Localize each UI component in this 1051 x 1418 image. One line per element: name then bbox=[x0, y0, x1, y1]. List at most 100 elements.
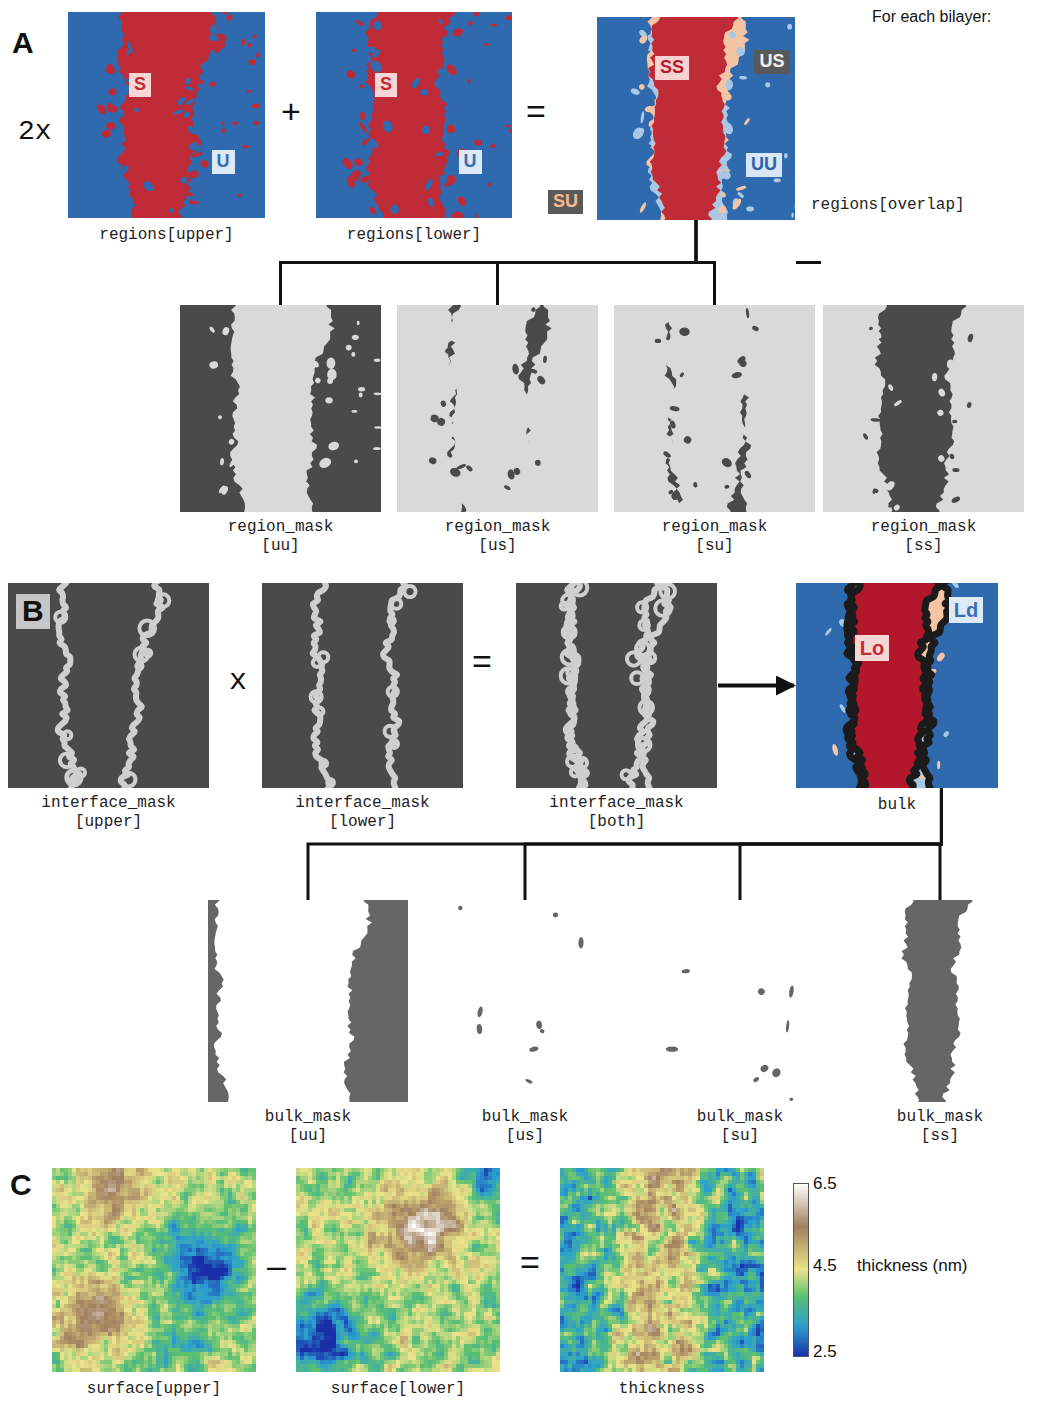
height-cell bbox=[220, 1228, 224, 1232]
height-cell bbox=[252, 1232, 256, 1236]
height-cell bbox=[196, 1192, 200, 1196]
height-cell bbox=[216, 1236, 220, 1240]
height-cell bbox=[104, 1224, 108, 1228]
height-cell bbox=[116, 1212, 120, 1216]
mask-blob bbox=[503, 484, 511, 491]
height-cell bbox=[180, 1272, 184, 1276]
height-cell bbox=[136, 1280, 140, 1284]
height-cell bbox=[212, 1232, 216, 1236]
height-cell bbox=[240, 1248, 244, 1252]
height-cell bbox=[180, 1200, 184, 1204]
mask-blob bbox=[373, 447, 381, 450]
height-cell bbox=[212, 1184, 216, 1188]
height-cell bbox=[104, 1272, 108, 1276]
height-cell bbox=[104, 1168, 108, 1172]
height-cell bbox=[164, 1252, 168, 1256]
height-cell bbox=[224, 1176, 228, 1180]
height-cell bbox=[172, 1184, 176, 1188]
height-cell bbox=[152, 1200, 156, 1204]
height-cell bbox=[248, 1276, 252, 1280]
height-cell bbox=[228, 1272, 232, 1276]
height-cell bbox=[244, 1204, 248, 1208]
height-cell bbox=[76, 1196, 80, 1200]
height-cell bbox=[140, 1172, 144, 1176]
height-cell bbox=[176, 1172, 180, 1176]
height-cell bbox=[252, 1180, 256, 1184]
height-cell bbox=[80, 1240, 84, 1244]
tree-connector bbox=[796, 261, 821, 264]
height-cell bbox=[136, 1172, 140, 1176]
mask-true bbox=[901, 900, 972, 1102]
height-cell bbox=[172, 1280, 176, 1284]
height-cell bbox=[64, 1268, 68, 1272]
height-cell bbox=[228, 1180, 232, 1184]
height-cell bbox=[184, 1212, 188, 1216]
height-cell bbox=[132, 1264, 136, 1268]
domain-blob bbox=[142, 179, 156, 193]
height-cell bbox=[248, 1260, 252, 1264]
flow-arrow bbox=[718, 684, 794, 688]
height-cell bbox=[204, 1228, 208, 1232]
height-cell bbox=[120, 1196, 124, 1200]
height-cell bbox=[168, 1280, 172, 1284]
panel-caption: region_mask [su] bbox=[662, 518, 768, 556]
height-cell bbox=[164, 1224, 168, 1228]
height-cell bbox=[212, 1172, 216, 1176]
height-cell bbox=[56, 1180, 60, 1184]
height-cell bbox=[92, 1208, 96, 1212]
height-cell bbox=[116, 1252, 120, 1256]
image-panel: interface_mask [both] bbox=[516, 583, 717, 788]
mask-blob bbox=[870, 418, 880, 422]
height-cell bbox=[244, 1196, 248, 1200]
height-cell bbox=[200, 1216, 204, 1220]
height-cell bbox=[132, 1236, 136, 1240]
height-cell bbox=[56, 1200, 60, 1204]
height-cell bbox=[240, 1268, 244, 1272]
height-cell bbox=[172, 1204, 176, 1208]
height-cell bbox=[168, 1188, 172, 1192]
height-cell bbox=[192, 1260, 196, 1264]
panel-image bbox=[840, 900, 1040, 1102]
height-cell bbox=[132, 1276, 136, 1280]
height-cell bbox=[84, 1220, 88, 1224]
height-cell bbox=[128, 1180, 132, 1184]
panel-caption: interface_mask [both] bbox=[549, 794, 683, 832]
height-cell bbox=[132, 1200, 136, 1204]
height-cell bbox=[232, 1236, 236, 1240]
height-cell bbox=[148, 1200, 152, 1204]
height-cell bbox=[124, 1264, 128, 1268]
height-cell bbox=[200, 1172, 204, 1176]
domain-blob bbox=[739, 75, 747, 79]
height-cell bbox=[176, 1244, 180, 1248]
height-cell bbox=[180, 1252, 184, 1256]
height-cell bbox=[160, 1176, 164, 1180]
height-cell bbox=[120, 1240, 124, 1244]
height-cell bbox=[180, 1168, 184, 1172]
height-cell bbox=[168, 1248, 172, 1252]
height-cell bbox=[72, 1224, 76, 1228]
mask-blob bbox=[967, 333, 974, 343]
height-cell bbox=[216, 1240, 220, 1244]
height-cell bbox=[100, 1196, 104, 1200]
height-cell bbox=[212, 1188, 216, 1192]
height-cell bbox=[112, 1236, 116, 1240]
height-cell bbox=[248, 1172, 252, 1176]
height-cell bbox=[212, 1216, 216, 1220]
height-cell bbox=[224, 1264, 228, 1268]
domain-blob bbox=[490, 24, 497, 27]
height-cell bbox=[148, 1180, 152, 1184]
height-cell bbox=[168, 1200, 172, 1204]
height-cell bbox=[64, 1240, 68, 1244]
height-cell bbox=[144, 1224, 148, 1228]
height-cell bbox=[244, 1240, 248, 1244]
height-cell bbox=[92, 1172, 96, 1176]
height-cell bbox=[164, 1232, 168, 1236]
height-cell bbox=[88, 1244, 92, 1248]
mask-blob bbox=[759, 1063, 770, 1073]
height-cell bbox=[208, 1200, 212, 1204]
height-cell bbox=[120, 1288, 124, 1292]
domain-blob bbox=[101, 129, 111, 138]
height-cell bbox=[64, 1208, 68, 1212]
height-cell bbox=[64, 1248, 68, 1252]
